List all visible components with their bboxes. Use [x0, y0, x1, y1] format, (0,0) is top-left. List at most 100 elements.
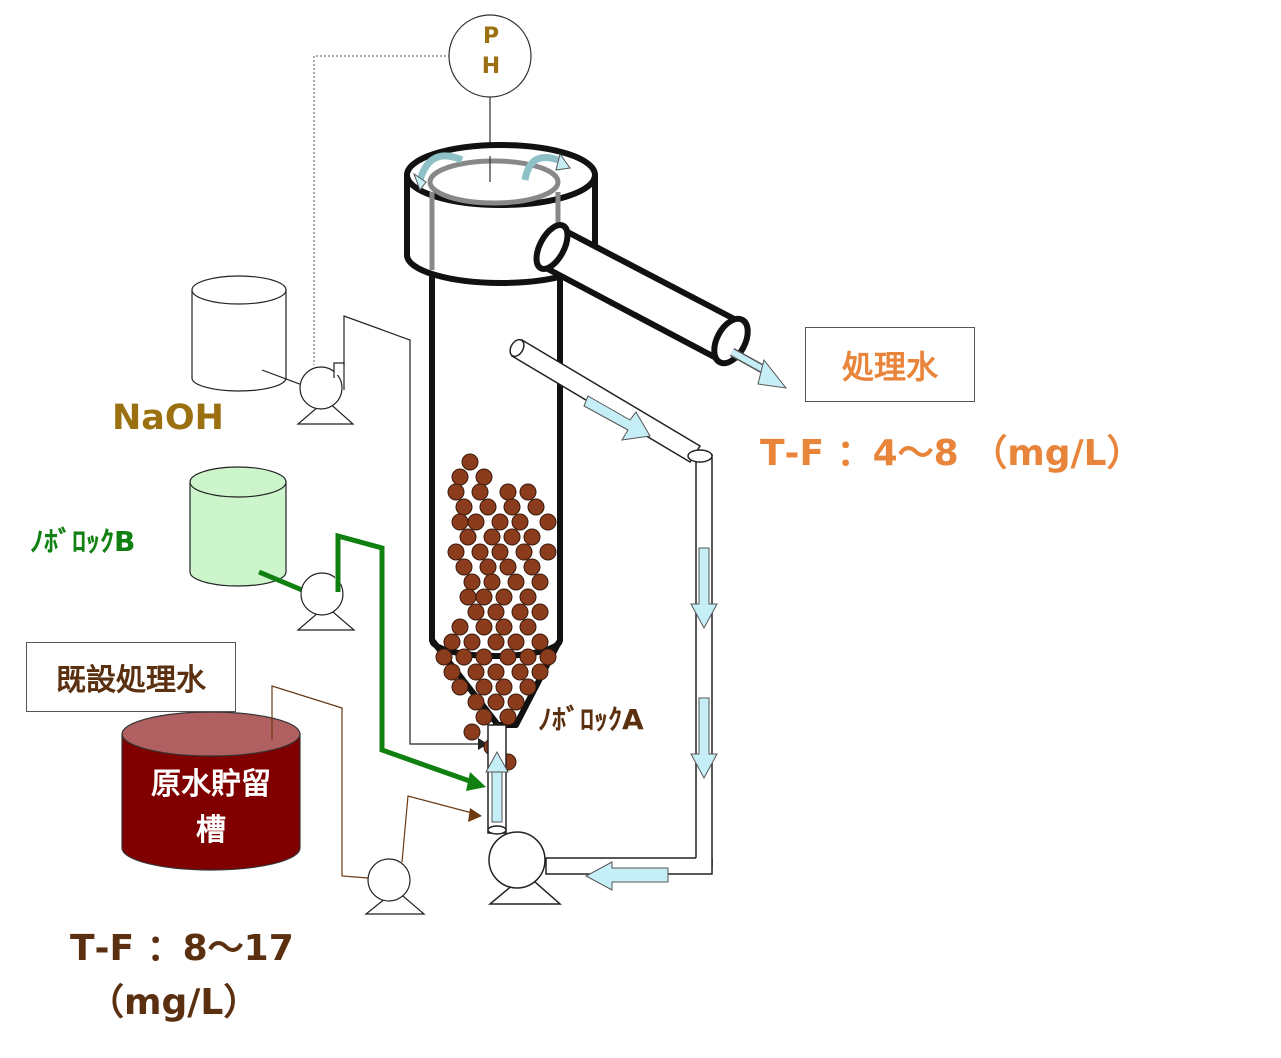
media-bead — [515, 543, 533, 561]
media-bead — [491, 543, 509, 561]
media-bead — [511, 663, 529, 681]
raw-tank-line2: 槽 — [196, 813, 226, 848]
noborock-b-tank — [189, 466, 287, 587]
media-bead — [467, 603, 485, 621]
media-bead — [475, 618, 493, 636]
media-bead — [527, 498, 545, 516]
media-bead — [463, 633, 481, 651]
raw-water-tank — [121, 711, 301, 871]
media-bead — [523, 558, 541, 576]
naoh-pump — [296, 362, 355, 425]
media-bead — [475, 708, 493, 726]
treated-water-tf: T‐F ：4～8 （mg/L） — [760, 433, 1143, 474]
media-bead — [475, 588, 493, 606]
media-bead — [467, 513, 485, 531]
media-bead — [499, 483, 517, 501]
media-bead — [483, 573, 501, 591]
media-bead — [455, 558, 473, 576]
media-bead — [475, 468, 493, 486]
recirculation-pipe — [509, 338, 718, 891]
naoh-label: NaOH — [112, 398, 224, 438]
media-bead — [539, 543, 557, 561]
circulation-pump — [487, 831, 562, 905]
existing-treated-water-label: 既設処理水 — [56, 663, 206, 698]
ph-meter-line2: H — [481, 54, 501, 79]
media-bead — [451, 513, 469, 531]
treated-water-label: 処理水 — [841, 347, 938, 386]
media-bead — [491, 513, 509, 531]
raw-tank-label: 原水貯留 槽 — [122, 762, 300, 854]
ph-meter-line1: P — [482, 24, 500, 49]
noborock-a-label: ﾉﾎﾞﾛｯｸA — [538, 703, 644, 736]
naoh-tank — [191, 275, 287, 392]
media-bead — [447, 483, 465, 501]
media-bead — [499, 558, 517, 576]
media-bead — [459, 528, 477, 546]
raw-tf-line1: T‐F ：8～17 — [70, 928, 294, 969]
media-bead — [483, 528, 501, 546]
media-bead — [499, 648, 517, 666]
media-bead — [487, 603, 505, 621]
raw-tf-line2: （mg/L） — [88, 982, 260, 1023]
media-bead — [531, 573, 549, 591]
noborock-b-label: ﾉﾎﾞﾛｯｸB — [30, 525, 136, 558]
media-bead — [475, 648, 493, 666]
media-bead — [463, 573, 481, 591]
media-bead — [507, 633, 525, 651]
media-bead — [455, 498, 473, 516]
media-bead — [461, 453, 479, 471]
raw-tf-label: T‐F ：8～17 （mg/L） — [70, 922, 294, 1030]
media-bead — [443, 633, 461, 651]
media-bead — [479, 498, 497, 516]
media-bead — [487, 663, 505, 681]
media-bead — [467, 693, 485, 711]
media-bead — [531, 633, 549, 651]
media-bead — [487, 693, 505, 711]
media-bead — [451, 468, 469, 486]
treated-water-box: 処理水 — [805, 327, 975, 402]
ph-meter-label: P H — [478, 22, 504, 82]
media-bead — [539, 648, 557, 666]
media-bead — [539, 513, 557, 531]
raw-tank-line1: 原水貯留 — [151, 767, 271, 802]
existing-treated-water-box: 既設処理水 — [26, 642, 236, 712]
media-bead — [479, 558, 497, 576]
media-bead — [503, 498, 521, 516]
media-bead — [435, 648, 453, 666]
media-bead — [495, 678, 513, 696]
media-bead — [531, 603, 549, 621]
noborock-b-line — [335, 532, 479, 787]
media-bead — [499, 708, 517, 726]
media-bead — [507, 693, 525, 711]
media-bead — [519, 678, 537, 696]
media-bead — [519, 618, 537, 636]
media-bead — [495, 588, 513, 606]
media-bead — [471, 543, 489, 561]
media-bead — [503, 528, 521, 546]
media-bead — [459, 588, 477, 606]
media-bead — [451, 678, 469, 696]
feed-pipe — [485, 724, 509, 835]
media-bead — [519, 648, 537, 666]
media-bead — [451, 618, 469, 636]
media-bead — [475, 678, 493, 696]
naoh-line — [343, 315, 478, 745]
media-bead — [523, 528, 541, 546]
media-bead — [519, 483, 537, 501]
media-bead — [455, 648, 473, 666]
media-bead — [531, 663, 549, 681]
media-bead — [511, 603, 529, 621]
media-bead — [511, 513, 529, 531]
raw-water-line — [271, 685, 369, 879]
media-bead — [495, 618, 513, 636]
media-bead — [519, 588, 537, 606]
media-bead — [447, 543, 465, 561]
noborock-b-pump — [296, 570, 356, 631]
media-bead — [467, 663, 485, 681]
outlet-pipe — [533, 222, 788, 389]
media-bead — [471, 483, 489, 501]
ph-signal-line — [313, 55, 450, 365]
media-bead — [507, 573, 525, 591]
media-bead — [443, 663, 461, 681]
